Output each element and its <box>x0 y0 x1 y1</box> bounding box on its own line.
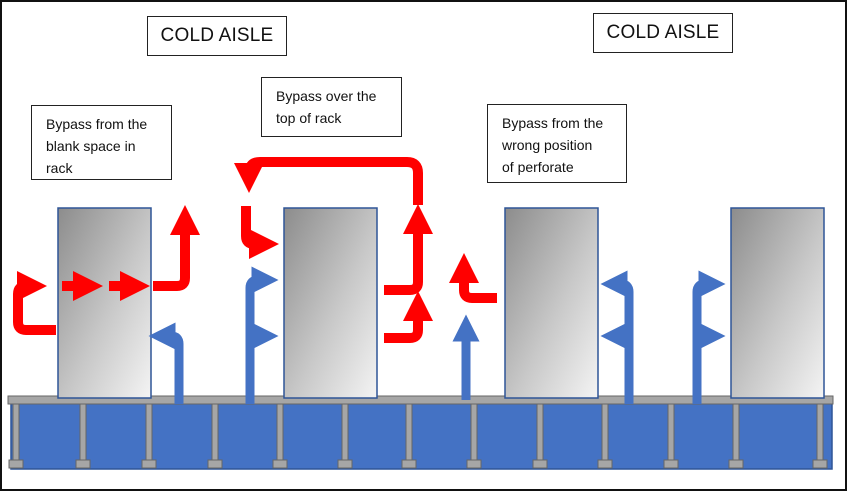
pedestal <box>211 403 219 463</box>
pedestal-foot <box>207 459 223 469</box>
pedestal-foot <box>728 459 744 469</box>
note-over-top-bypass: Bypass over the top of rack <box>261 77 402 137</box>
cold-air-intake-arrow <box>148 322 184 404</box>
pedestal-foot <box>597 459 613 469</box>
note-wrong-position-bypass: Bypass from the wrong position of perfor… <box>487 104 627 183</box>
floor-tile-surface <box>7 395 834 405</box>
pedestal-foot <box>532 459 548 469</box>
pedestal-foot <box>466 459 482 469</box>
floor-plenum <box>10 401 833 470</box>
pedestal-foot <box>141 459 157 469</box>
exhaust-up-arrow <box>384 291 433 343</box>
cold-air-intake-arrow <box>600 322 634 350</box>
note-line: blank space in <box>46 138 136 154</box>
server-rack-4 <box>730 207 825 399</box>
pedestal <box>276 403 284 463</box>
note-line: wrong position <box>502 137 593 153</box>
cold-aisle-label-right: COLD AISLE <box>593 13 733 53</box>
floor-pedestals <box>8 403 828 469</box>
exhaust-up-arrow <box>153 205 200 291</box>
pedestal-foot <box>812 459 828 469</box>
hot-air-arrows <box>13 157 497 343</box>
cold-air-intake-arrow <box>245 266 279 404</box>
exhaust-up-arrow <box>384 204 433 295</box>
pedestal <box>667 403 675 463</box>
note-line: Bypass from the <box>46 116 148 132</box>
server-rack-1 <box>57 207 152 399</box>
pedestal-foot <box>401 459 417 469</box>
pedestal <box>405 403 413 463</box>
pedestal <box>145 403 153 463</box>
recirculation-in-arrow <box>241 206 279 259</box>
pedestal <box>470 403 478 463</box>
pedestal <box>732 403 740 463</box>
raised-floor <box>7 395 834 470</box>
cold-air-intake-arrow <box>600 270 634 404</box>
server-racks <box>57 207 825 399</box>
note-blank-space-bypass: Bypass from the blank space in rack <box>31 105 172 180</box>
cold-air-intake-arrow <box>692 270 726 404</box>
server-rack-2 <box>283 207 378 399</box>
pedestal-foot <box>75 459 91 469</box>
pedestal-foot <box>8 459 24 469</box>
pedestal <box>816 403 824 463</box>
cold-air-intake-arrow <box>692 322 726 350</box>
pedestal-foot <box>663 459 679 469</box>
recirculation-up-arrow <box>449 253 497 303</box>
pedestal-foot <box>272 459 288 469</box>
pedestal <box>341 403 349 463</box>
pedestal-foot <box>337 459 353 469</box>
pedestal <box>536 403 544 463</box>
pedestal <box>601 403 609 463</box>
pedestal <box>12 403 20 463</box>
pedestal <box>79 403 87 463</box>
over-top-bypass-arrow <box>234 157 423 205</box>
note-line: top of rack <box>276 110 342 126</box>
server-rack-3 <box>504 207 599 399</box>
cold-aisle-label-left: COLD AISLE <box>147 16 287 56</box>
note-line: Bypass from the <box>502 115 604 131</box>
note-line: rack <box>46 160 73 176</box>
cold-air-arrows <box>148 266 726 404</box>
cold-air-intake-arrow <box>245 322 279 350</box>
note-line: of perforate <box>502 159 574 175</box>
bypass-loop-arrow <box>13 271 56 335</box>
note-line: Bypass over the <box>276 88 377 104</box>
